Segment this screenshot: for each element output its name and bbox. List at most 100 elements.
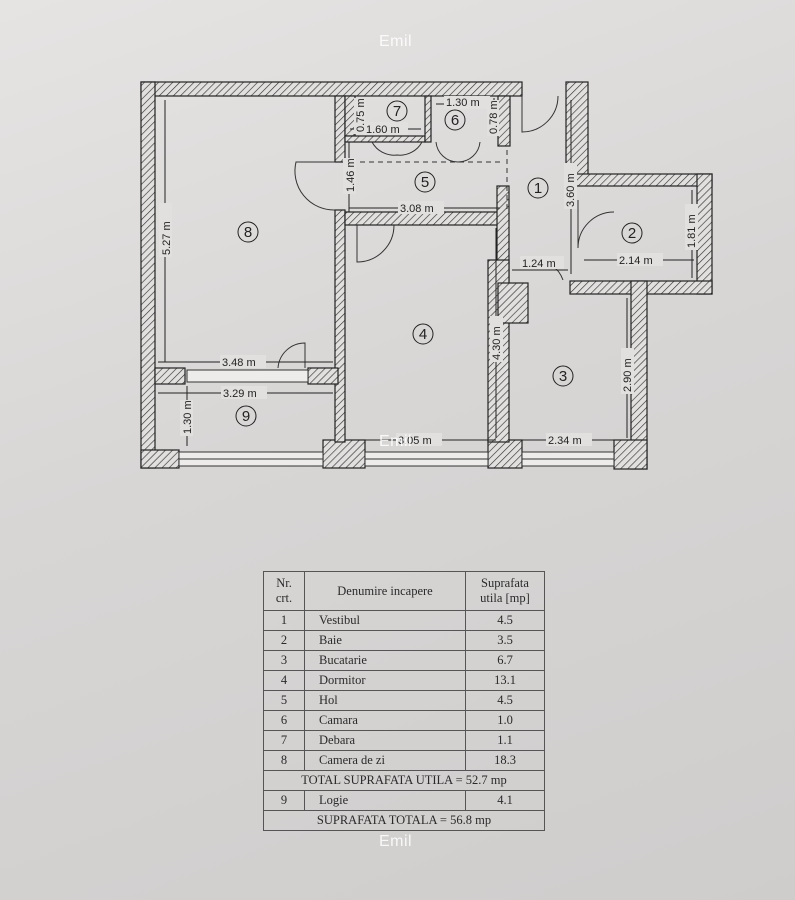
wall <box>322 439 366 469</box>
row-name: Debara <box>304 730 466 751</box>
room-marker <box>414 171 436 193</box>
watermark-bottom: Emil <box>379 833 413 850</box>
dimension-label: 0.75 m <box>355 98 367 132</box>
table-header-row: Nr. crt. Denumire incapere Suprafata uti… <box>263 571 545 611</box>
dimension-label: 1.81 m <box>686 214 698 248</box>
table-total-row: TOTAL SUPRAFATA UTILA = 52.7 mp <box>263 770 545 791</box>
walls <box>140 81 713 470</box>
wall <box>140 449 180 469</box>
dimension-label: 1.30 m <box>446 97 480 109</box>
room-marker <box>235 405 257 427</box>
row-nr: 9 <box>263 790 305 811</box>
row-name: Baie <box>304 630 466 651</box>
row-area: 3.5 <box>465 630 545 651</box>
room-marker <box>412 323 434 345</box>
row-nr: 4 <box>263 670 305 691</box>
row-name: Logie <box>304 790 466 811</box>
header-area: Suprafata utila [mp] <box>465 571 545 611</box>
row-name: Dormitor <box>304 670 466 691</box>
header-name: Denumire incapere <box>304 571 466 611</box>
row-area: 1.1 <box>465 730 545 751</box>
door-swing <box>435 141 481 163</box>
dimension-label: 3.05 m <box>398 435 432 447</box>
wall <box>140 81 156 469</box>
room-number: 4 <box>419 326 427 343</box>
header-nr: Nr. crt. <box>263 571 305 611</box>
dimension-label: 0.78 m <box>488 100 500 134</box>
row-area: 4.5 <box>465 610 545 631</box>
total-utila: TOTAL SUPRAFATA UTILA = 52.7 mp <box>263 770 545 791</box>
door-swing <box>356 224 395 263</box>
dimension-label: 4.30 m <box>491 326 503 360</box>
table-total-row: SUPRAFATA TOTALA = 56.8 mp <box>263 810 545 831</box>
wall <box>487 439 523 469</box>
row-name: Camara <box>304 710 466 731</box>
watermark-top: Emil <box>379 33 413 50</box>
room-number: 3 <box>559 368 567 385</box>
dimension-label: 3.48 m <box>222 357 256 369</box>
row-nr: 1 <box>263 610 305 631</box>
dimension-label: 3.29 m <box>223 388 257 400</box>
dimension-label: 1.60 m <box>366 124 400 136</box>
row-nr: 3 <box>263 650 305 671</box>
room-marker <box>621 222 643 244</box>
dimension-label: 2.90 m <box>622 358 634 392</box>
room-marker <box>527 177 549 199</box>
row-nr: 7 <box>263 730 305 751</box>
row-area: 1.0 <box>465 710 545 731</box>
dimension-label: 5.27 m <box>161 221 173 255</box>
room-numbers: 1 2 3 4 5 6 7 8 9 <box>242 103 636 425</box>
room-number: 1 <box>534 180 542 197</box>
door-swing <box>521 95 559 133</box>
room-marker <box>552 365 574 387</box>
wall <box>154 367 186 385</box>
row-nr: 5 <box>263 690 305 711</box>
wall <box>334 209 346 443</box>
wall <box>565 173 713 187</box>
windows <box>178 369 615 467</box>
room-number: 6 <box>451 112 459 129</box>
dimension-label: 2.14 m <box>619 255 653 267</box>
wall <box>140 81 523 97</box>
room-marker <box>444 109 466 131</box>
row-nr: 2 <box>263 630 305 651</box>
room-marker <box>386 100 408 122</box>
row-area: 13.1 <box>465 670 545 691</box>
wall <box>613 439 648 470</box>
watermark-mid: Emil <box>379 433 413 450</box>
dimension-label: 1.30 m <box>182 400 194 434</box>
room-marker <box>237 221 259 243</box>
door-swing <box>294 161 336 211</box>
row-name: Vestibul <box>304 610 466 631</box>
row-name: Bucatarie <box>304 650 466 671</box>
room-number: 9 <box>242 408 250 425</box>
wall <box>696 173 713 295</box>
dimension-label: 3.60 m <box>565 173 577 207</box>
door-swing <box>277 342 306 369</box>
row-nr: 6 <box>263 710 305 731</box>
doors <box>277 95 615 369</box>
row-area: 4.1 <box>465 790 545 811</box>
room-area-table: Nr. crt. Denumire incapere Suprafata uti… <box>263 571 545 831</box>
room-number: 5 <box>421 174 429 191</box>
wall <box>344 135 426 143</box>
row-name: Hol <box>304 690 466 711</box>
room-number: 2 <box>628 225 636 242</box>
total-surface: SUPRAFATA TOTALA = 56.8 mp <box>263 810 545 831</box>
room-number: 7 <box>393 103 401 120</box>
dimension-label: 1.24 m <box>522 258 556 270</box>
room-number: 8 <box>244 224 252 241</box>
room-markers <box>235 100 643 427</box>
row-area: 4.5 <box>465 690 545 711</box>
row-area: 18.3 <box>465 750 545 771</box>
wall <box>344 95 356 137</box>
wall <box>424 95 432 143</box>
